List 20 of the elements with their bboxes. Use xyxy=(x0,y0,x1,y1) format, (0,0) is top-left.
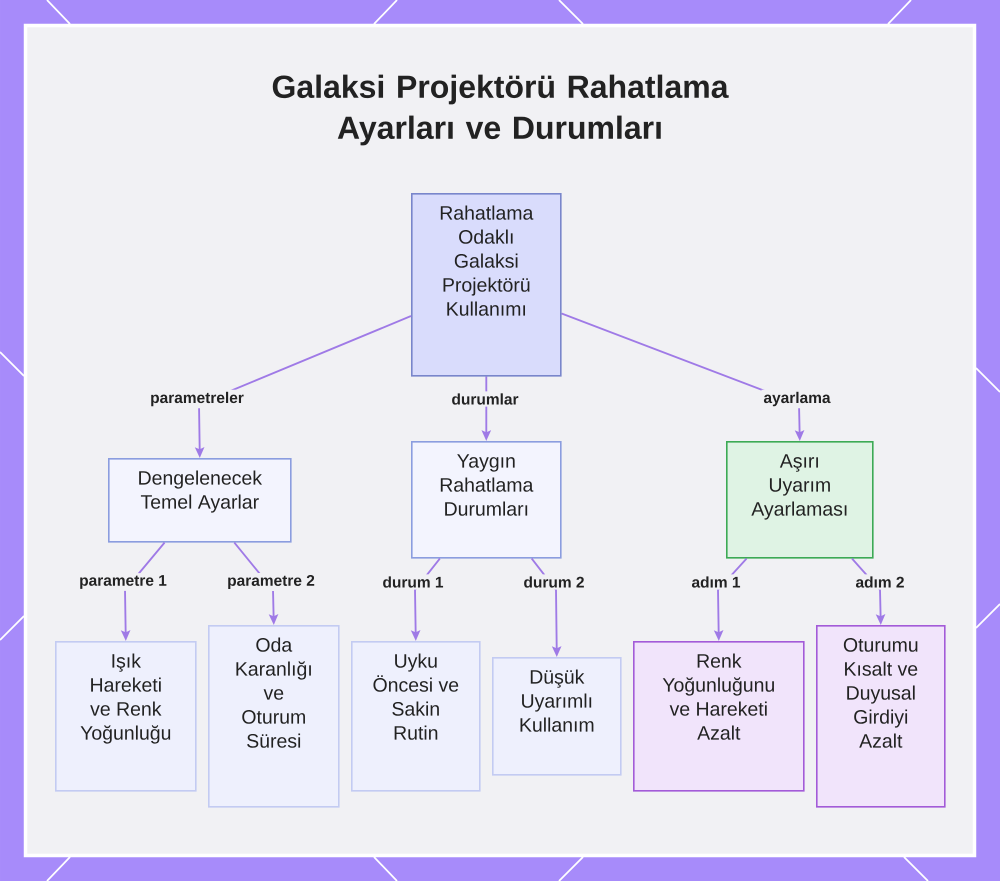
edge-label: parametre 2 xyxy=(225,573,317,591)
process-box: Oda Karanlığı ve Oturum Süresi xyxy=(208,625,340,808)
process-box: Aşırı Uyarım Ayarlaması xyxy=(726,441,874,559)
edge-label: adım 1 xyxy=(690,574,742,590)
process-box: Renk Yoğunluğunu ve Hareketi Azalt xyxy=(633,641,805,792)
edge-label: parametre 1 xyxy=(77,573,169,591)
process-box: Uyku Öncesi ve Sakin Rutin xyxy=(351,641,481,792)
title: Galaksi Projektörü Rahatlama Ayarları ve Durumları xyxy=(272,74,729,146)
edge-label: durum 1 xyxy=(380,574,446,590)
process-box: Yaygın Rahatlama Durumları xyxy=(411,441,562,559)
process-box: Işık Hareketi ve Renk Yoğunluğu xyxy=(55,641,197,792)
edge-label: durumlar xyxy=(450,391,521,407)
edge-label: ayarlama xyxy=(761,390,833,408)
edge-label: adım 2 xyxy=(854,574,906,590)
process-box: Düşük Uyarımlı Kullanım xyxy=(492,657,622,776)
edge-label: durum 2 xyxy=(522,574,586,590)
process-box: Rahatlama Odaklı Galaksi Projektörü Kullanımı xyxy=(411,193,562,377)
process-box: Oturumu Kısalt ve Duyusal Girdiyi Azalt xyxy=(816,625,946,808)
edge-label: parametreler xyxy=(148,390,246,408)
process-box: Dengelenecek Temel Ayarlar xyxy=(108,458,292,543)
